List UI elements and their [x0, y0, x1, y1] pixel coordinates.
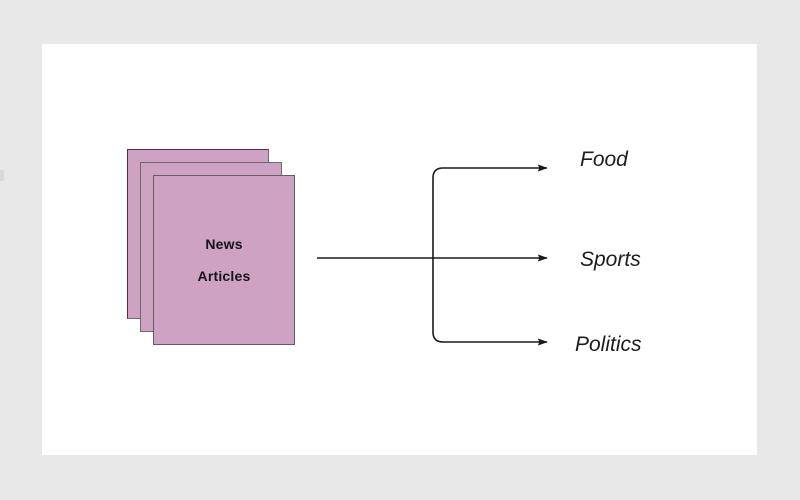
news-articles-document-stack[interactable]: News Articles — [127, 149, 307, 357]
connector-branch-politics — [432, 331, 548, 346]
document-card-front[interactable]: News Articles — [153, 175, 295, 345]
branch-label-sports: Sports — [580, 248, 641, 271]
connector-branch-food — [432, 164, 548, 179]
document-label-line2: Articles — [197, 268, 251, 284]
branch-label-food: Food — [580, 148, 628, 171]
branch-label-politics: Politics — [575, 333, 642, 356]
document-label-line1: News — [205, 236, 243, 252]
left-edge-artifact — [0, 170, 4, 181]
